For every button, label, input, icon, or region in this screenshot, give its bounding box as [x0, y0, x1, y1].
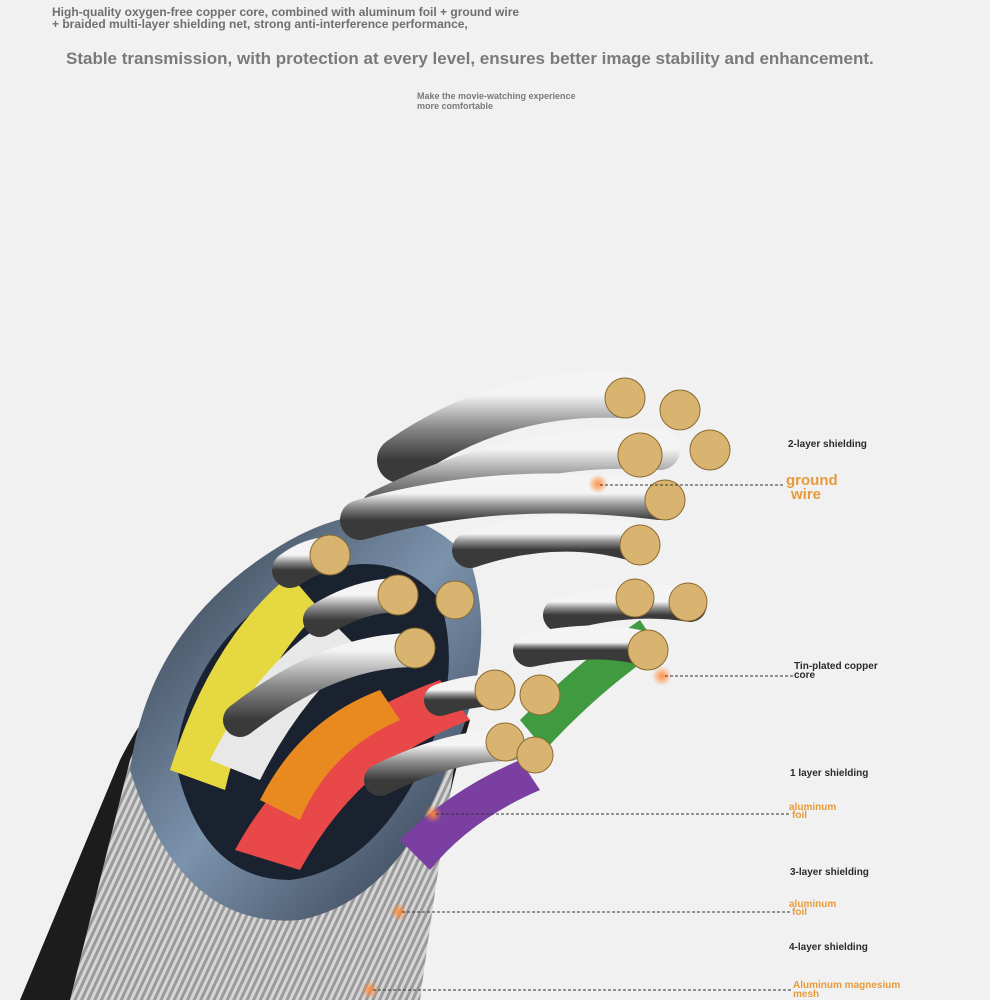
label-foil3-a: aluminum	[789, 899, 837, 910]
label-3-layer-shielding: 3-layer shielding	[790, 867, 869, 878]
marker-copper-core	[652, 666, 672, 686]
marker-ground-wire	[588, 474, 608, 494]
label-1-layer-shielding: 1 layer shielding	[790, 768, 869, 779]
label-wire: wire	[791, 486, 822, 503]
purple-conductor	[400, 760, 540, 870]
copper-cores	[309, 377, 731, 774]
label-tin-plated: Tin-plated copper	[794, 661, 878, 672]
subheadline-line-2: more comfortable	[417, 101, 494, 111]
label-mesh-b: mesh	[793, 989, 820, 1000]
label-ground: ground	[786, 472, 838, 489]
subheadline: Make the movie-watching experience more …	[417, 91, 576, 111]
label-foil3-b: foil	[792, 907, 807, 918]
intro-line-1: High-quality oxygen-free copper core, co…	[52, 5, 520, 19]
marker-mesh	[361, 981, 379, 999]
subheadline-line-1: Make the movie-watching experience	[417, 91, 576, 101]
label-foil1-b: foil	[792, 810, 807, 821]
label-copper-core: core	[794, 670, 816, 681]
intro-text: High-quality oxygen-free copper core, co…	[52, 6, 612, 30]
intro-line-2: + braided multi-layer shielding net, str…	[52, 17, 468, 31]
label-2-layer-shielding: 2-layer shielding	[788, 439, 867, 450]
orange-conductor	[260, 690, 400, 820]
marker-foil-1	[424, 805, 442, 823]
leader-lines	[373, 484, 795, 991]
label-foil1-a: aluminum	[789, 802, 837, 813]
label-mesh-a: Aluminum magnesium	[793, 980, 901, 991]
headline: Stable transmission, with protection at …	[66, 49, 874, 68]
yellow-conductor	[170, 575, 320, 790]
marker-foil-3	[390, 903, 408, 921]
red-conductor	[235, 680, 470, 870]
label-4-layer-shielding: 4-layer shielding	[789, 942, 868, 953]
